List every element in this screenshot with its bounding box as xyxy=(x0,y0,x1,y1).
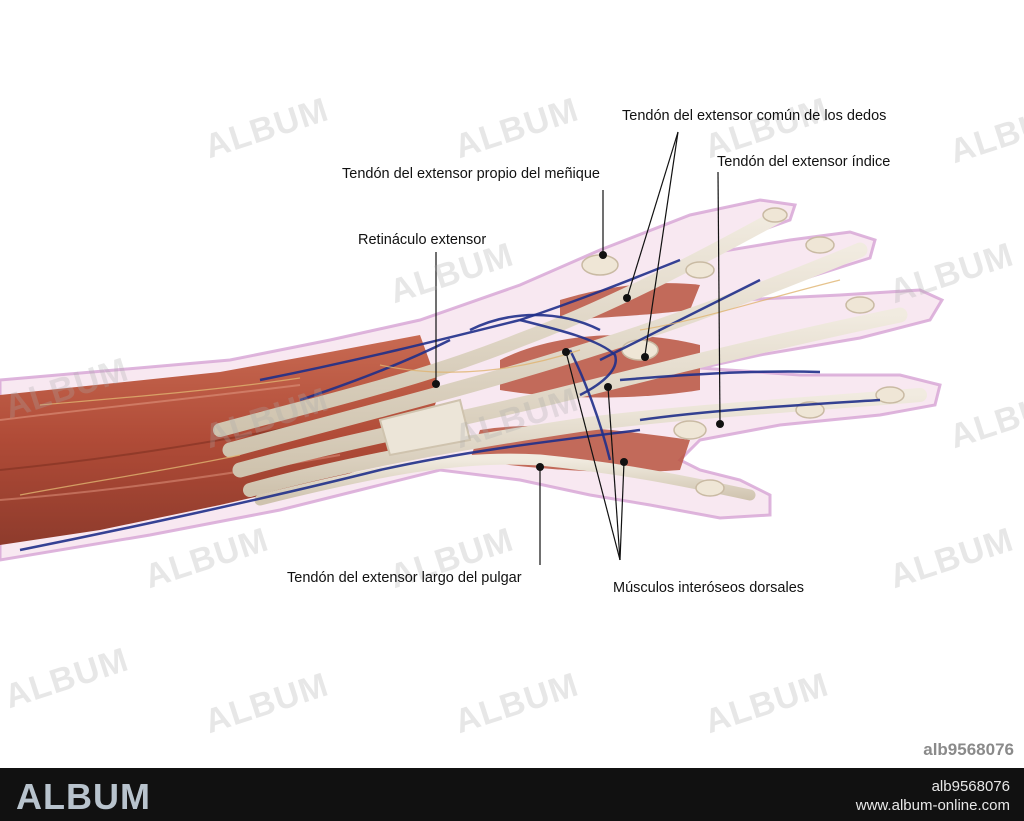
image-id-watermark: alb9568076 xyxy=(923,740,1014,759)
footer-url[interactable]: www.album-online.com xyxy=(855,797,1010,814)
footer-image-id: alb9568076 xyxy=(931,778,1010,795)
leader-dots xyxy=(432,251,724,471)
label-retinaculo: Retináculo extensor xyxy=(358,232,487,248)
label-extensor-pulgar: Tendón del extensor largo del pulgar xyxy=(287,570,522,586)
label-extensor-indice: Tendón del extensor índice xyxy=(717,154,891,170)
nerves xyxy=(19,279,841,496)
footer-logo: ALBUM xyxy=(16,776,151,817)
label-interoseos: Músculos interóseos dorsales xyxy=(613,580,805,596)
finger-joints xyxy=(581,207,905,497)
tendons xyxy=(213,208,927,506)
hand-anatomy-illustration xyxy=(0,131,945,565)
footer-bar: ALBUM alb9568076 www.album-online.com xyxy=(0,768,1024,821)
diagram-stage: ALBUM ALBUM ALBUM ALBUM ALBUM ALBUM ALBU… xyxy=(0,91,1024,759)
label-extensor-comun: Tendón del extensor común de los dedos xyxy=(622,108,887,124)
label-extensor-menique: Tendón del extensor propio del meñique xyxy=(342,166,600,182)
leader-lines xyxy=(435,131,721,565)
